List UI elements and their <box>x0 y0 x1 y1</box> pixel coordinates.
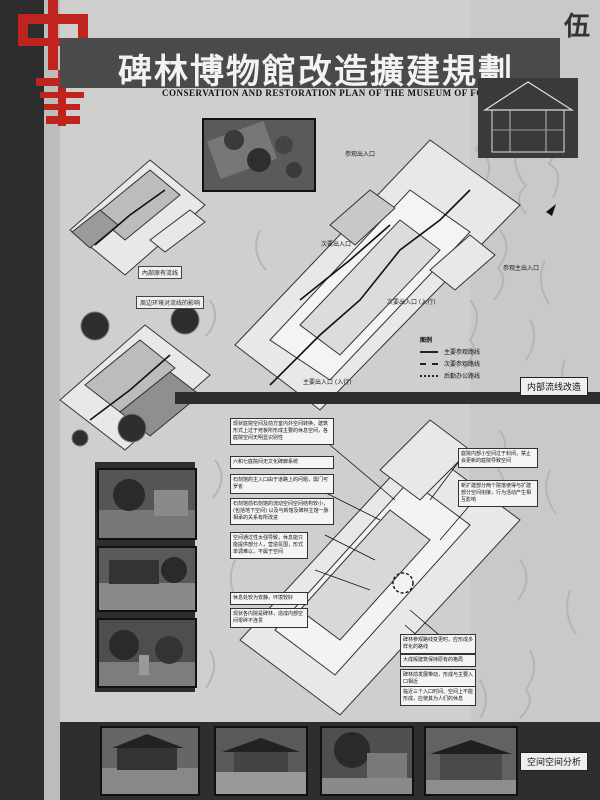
legend-row-office: 后勤办公路线 <box>420 371 520 380</box>
note-right-2: 新扩建部分两个院落使得与扩建部分空间衔接，行为活动产生相互影响 <box>458 480 538 507</box>
entrance-label-4: 主要出入口 (入行) <box>303 379 352 386</box>
entrance-label-2: 次要出入口 <box>321 241 352 248</box>
caption-existing-circulation: 內部原有流线 <box>138 266 183 279</box>
left-light-band <box>44 0 60 800</box>
page-title: 碑林博物館改造擴建規劃 <box>118 52 514 92</box>
legend-title: 图例 <box>420 337 433 344</box>
entrance-label-3: 次要出入口 (入行) <box>387 299 436 306</box>
legend-label-secondary: 次要参观路线 <box>444 361 481 368</box>
note-left-1: 现状庭院空间及前方室内外空间转换，建筑形式上过于死板所形成主要的休息空间，各庭院… <box>230 418 334 445</box>
photo-strip-2 <box>214 726 308 796</box>
entrance-label-5: 参观主出入口 <box>503 265 540 272</box>
note-right-6: 临近三个入口时间、空间上不能形成，应使其为人们的休息 <box>400 686 476 706</box>
note-left-4: 石刻馆前石刻馆的流动空间空间结构较小，(包括地下空间) 以及与新馆及碑林主馆一脉… <box>230 498 334 525</box>
note-left-5: 空间通过性太强导致，休息能只能提供部分人，营造氛围，形式单调难以，不属于空间 <box>230 532 308 559</box>
note-right-3: 碑林参观路线变更时，应形成多样化的路线 <box>400 634 476 654</box>
note-right-4: 大成殿建筑保持原有的格局 <box>400 654 476 667</box>
tag-circulation: 内部流线改造 <box>520 377 589 396</box>
legend-row-main: 主要参观路线 <box>420 347 520 356</box>
legend-row-secondary: 次要参观路线 <box>420 359 520 368</box>
title-bar <box>60 38 560 88</box>
caption-surrounding-influence: 周边环境对流线的影响 <box>136 296 205 309</box>
aerial-model-photo <box>202 118 316 192</box>
page-number: 伍 <box>563 12 590 42</box>
left-dark-band <box>0 0 44 800</box>
note-left-3: 石刻馆的主入口由于道路上的问题，需门可罗雀 <box>230 474 334 494</box>
page-subtitle: CONSERVATION AND RESTORATION PLAN OF THE… <box>162 88 565 98</box>
tag-space-analysis: 空间空间分析 <box>520 752 589 771</box>
photo-courtyard-2 <box>97 546 197 612</box>
legend-label-main: 主要参观路线 <box>444 349 481 356</box>
photo-courtyard-3 <box>97 618 197 688</box>
note-left-6: 休息处较为安静，环境较好 <box>230 592 308 605</box>
photo-strip-3 <box>320 726 414 796</box>
photo-strip-1 <box>100 726 200 796</box>
legend-label-office: 后勤办公路线 <box>444 373 481 380</box>
upper-divider-band <box>175 392 600 404</box>
note-left-2: 六和七庭院间无文化碑廊系统 <box>230 456 334 469</box>
photo-courtyard-1 <box>97 468 197 540</box>
note-right-5: 碑林前发展带动，形成与主要入口相近 <box>400 669 476 689</box>
entrance-label-1: 参观出入口 <box>345 151 376 158</box>
legend: 图例 主要参观路线 次要参观路线 后勤办公路线 <box>420 335 520 380</box>
note-right-1: 庭院内部小空间过于封闭，禁止会更新的庭院导致空间 <box>458 448 538 468</box>
note-left-7: 现状各内院是碑林，造成内部空间零碎不连贯 <box>230 608 308 628</box>
photo-strip-4 <box>424 726 518 796</box>
